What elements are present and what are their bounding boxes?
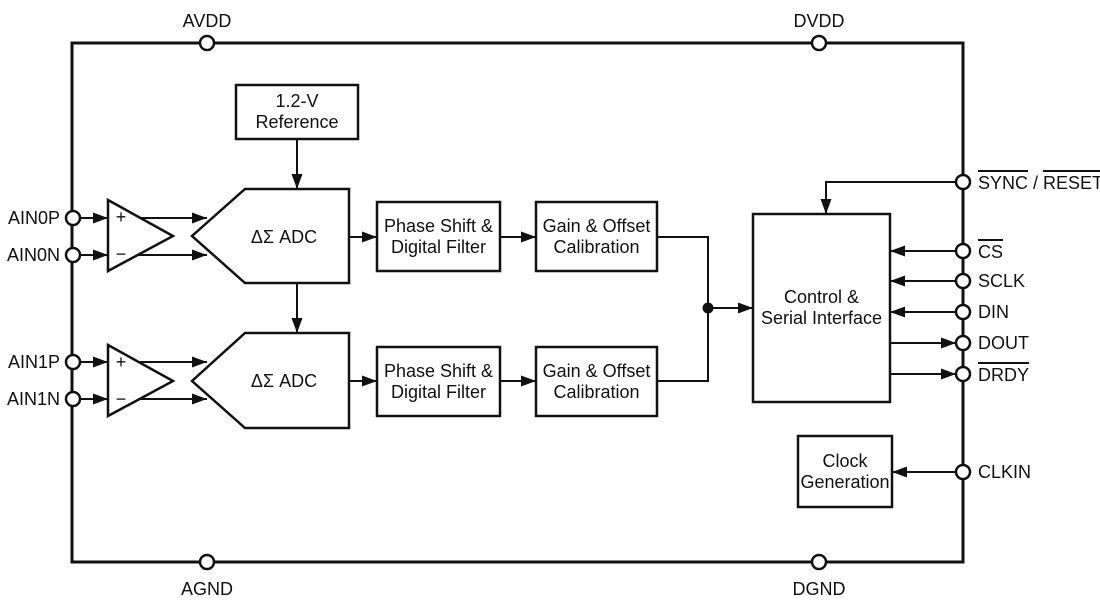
pin-label-clkin: CLKIN [978, 462, 1032, 482]
opamp0-plus-sign: + [115, 207, 127, 227]
sync-overlined-text: SYNC [978, 170, 1029, 193]
pin-label-dvdd: DVDD [793, 11, 845, 31]
pin-ain1p [64, 353, 82, 371]
block-phase-filter-ch1 [375, 345, 502, 418]
block-control-serial [751, 212, 892, 404]
block-label-gain-cal-ch1: Gain & Offset Calibration [542, 360, 651, 402]
block-gain-cal-ch1 [534, 345, 659, 418]
pin-label-ain0n: AIN0N [6, 245, 60, 265]
block-label-phase-filter-ch0: Phase Shift & Digital Filter [383, 215, 494, 257]
block-label-gain-cal-ch0: Gain & Offset Calibration [542, 215, 651, 257]
pin-dgnd [810, 553, 828, 571]
pin-agnd [198, 553, 216, 571]
wire-gain0-junction [657, 236, 709, 308]
chip-outline [70, 41, 965, 564]
junction-dot [702, 302, 714, 314]
pin-label-dgnd: DGND [792, 579, 846, 599]
wire-gain1-junction [657, 308, 709, 382]
drdy-overlined-text: DRDY [978, 362, 1030, 385]
pin-label-ain1p: AIN1P [7, 352, 60, 372]
pin-label-avdd: AVDD [182, 11, 232, 31]
pin-ain0n [64, 246, 82, 264]
block-label-control-serial: Control & Serial Interface [760, 287, 883, 328]
block-adc-ch1 [190, 331, 351, 430]
pin-dout [954, 334, 972, 352]
pin-sync-reset [954, 173, 972, 191]
wire-sync-control [820, 181, 956, 214]
block-clock-generation [796, 434, 894, 509]
pin-clkin [954, 463, 972, 481]
pin-ain0p [64, 209, 82, 227]
opamp1-plus-sign: + [115, 352, 127, 372]
block-label-reference: 1.2-V Reference [255, 91, 339, 132]
opamp0-minus-sign: − [115, 244, 127, 264]
opamp1-minus-sign: − [115, 389, 127, 409]
pin-drdy [954, 365, 972, 383]
block-label-adc-ch1: ΔΣ ADC [250, 371, 318, 391]
pin-label-agnd: AGND [180, 579, 234, 599]
cs-overlined-text: CS [978, 239, 1004, 262]
block-label-clock-generation: Clock Generation [800, 450, 890, 492]
pin-avdd [198, 34, 216, 52]
pin-ain1n [64, 390, 82, 408]
pin-label-drdy: DRDY [978, 362, 1030, 385]
block-label-phase-filter-ch1: Phase Shift & Digital Filter [383, 360, 494, 402]
pin-label-sync-reset: SYNC/RESET [978, 170, 1100, 193]
pin-label-ain0p: AIN0P [7, 208, 60, 228]
pin-din [954, 303, 972, 321]
block-label-adc-ch0: ΔΣ ADC [250, 227, 318, 247]
pin-dvdd [810, 34, 828, 52]
pin-label-ain1n: AIN1N [6, 389, 60, 409]
pin-label-cs: CS [978, 239, 1004, 262]
pin-label-din: DIN [978, 302, 1009, 322]
reset-overlined-text: RESET [1043, 170, 1100, 193]
sync-reset-separator: / [1033, 173, 1039, 193]
pin-label-dout: DOUT [978, 333, 1029, 353]
pin-sclk [954, 272, 972, 290]
pin-label-sclk: SCLK [978, 271, 1026, 291]
pin-cs [954, 242, 972, 260]
